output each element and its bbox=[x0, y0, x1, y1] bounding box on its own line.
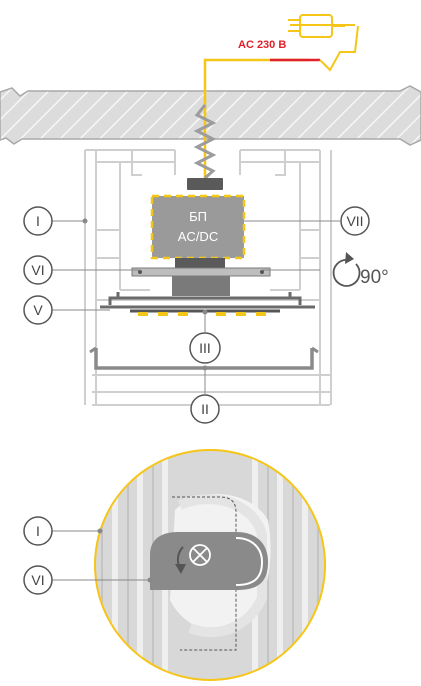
detail-circle bbox=[94, 449, 326, 681]
marker-I-top-label: I bbox=[36, 213, 40, 229]
marker-V bbox=[23, 295, 53, 325]
screw-icon bbox=[187, 104, 223, 190]
marker-I-top bbox=[23, 206, 53, 236]
rotation-label: 90° bbox=[360, 267, 389, 288]
marker-II-label: II bbox=[201, 401, 209, 417]
psu-label-line2: AC/DC bbox=[178, 229, 218, 244]
marker-I-detail bbox=[23, 516, 53, 546]
marker-VI-detail bbox=[23, 565, 53, 595]
marker-VI-detail-label: VI bbox=[31, 572, 44, 588]
marker-VII-label: VII bbox=[346, 213, 363, 229]
marker-III-label: III bbox=[199, 340, 211, 356]
marker-VII bbox=[340, 206, 370, 236]
plug-icon bbox=[288, 14, 345, 38]
rotate-arrow-icon bbox=[332, 252, 361, 287]
marker-II bbox=[190, 394, 220, 424]
leader-lines bbox=[52, 218, 340, 394]
psu-box: БП AC/DC bbox=[150, 194, 246, 260]
power-label: AC 230 B bbox=[238, 39, 286, 51]
marker-VI-top bbox=[23, 255, 53, 285]
rotate-knob-icon bbox=[150, 532, 268, 590]
marker-III bbox=[189, 332, 221, 364]
aluminium-profile bbox=[84, 149, 332, 406]
psu-label-line1: БП bbox=[189, 209, 207, 224]
marker-V-label: V bbox=[33, 302, 43, 318]
ceiling-slab bbox=[0, 85, 421, 146]
marker-VI-top-label: VI bbox=[31, 262, 44, 278]
mounting-bracket bbox=[100, 258, 315, 309]
marker-I-detail-label: I bbox=[36, 523, 40, 539]
